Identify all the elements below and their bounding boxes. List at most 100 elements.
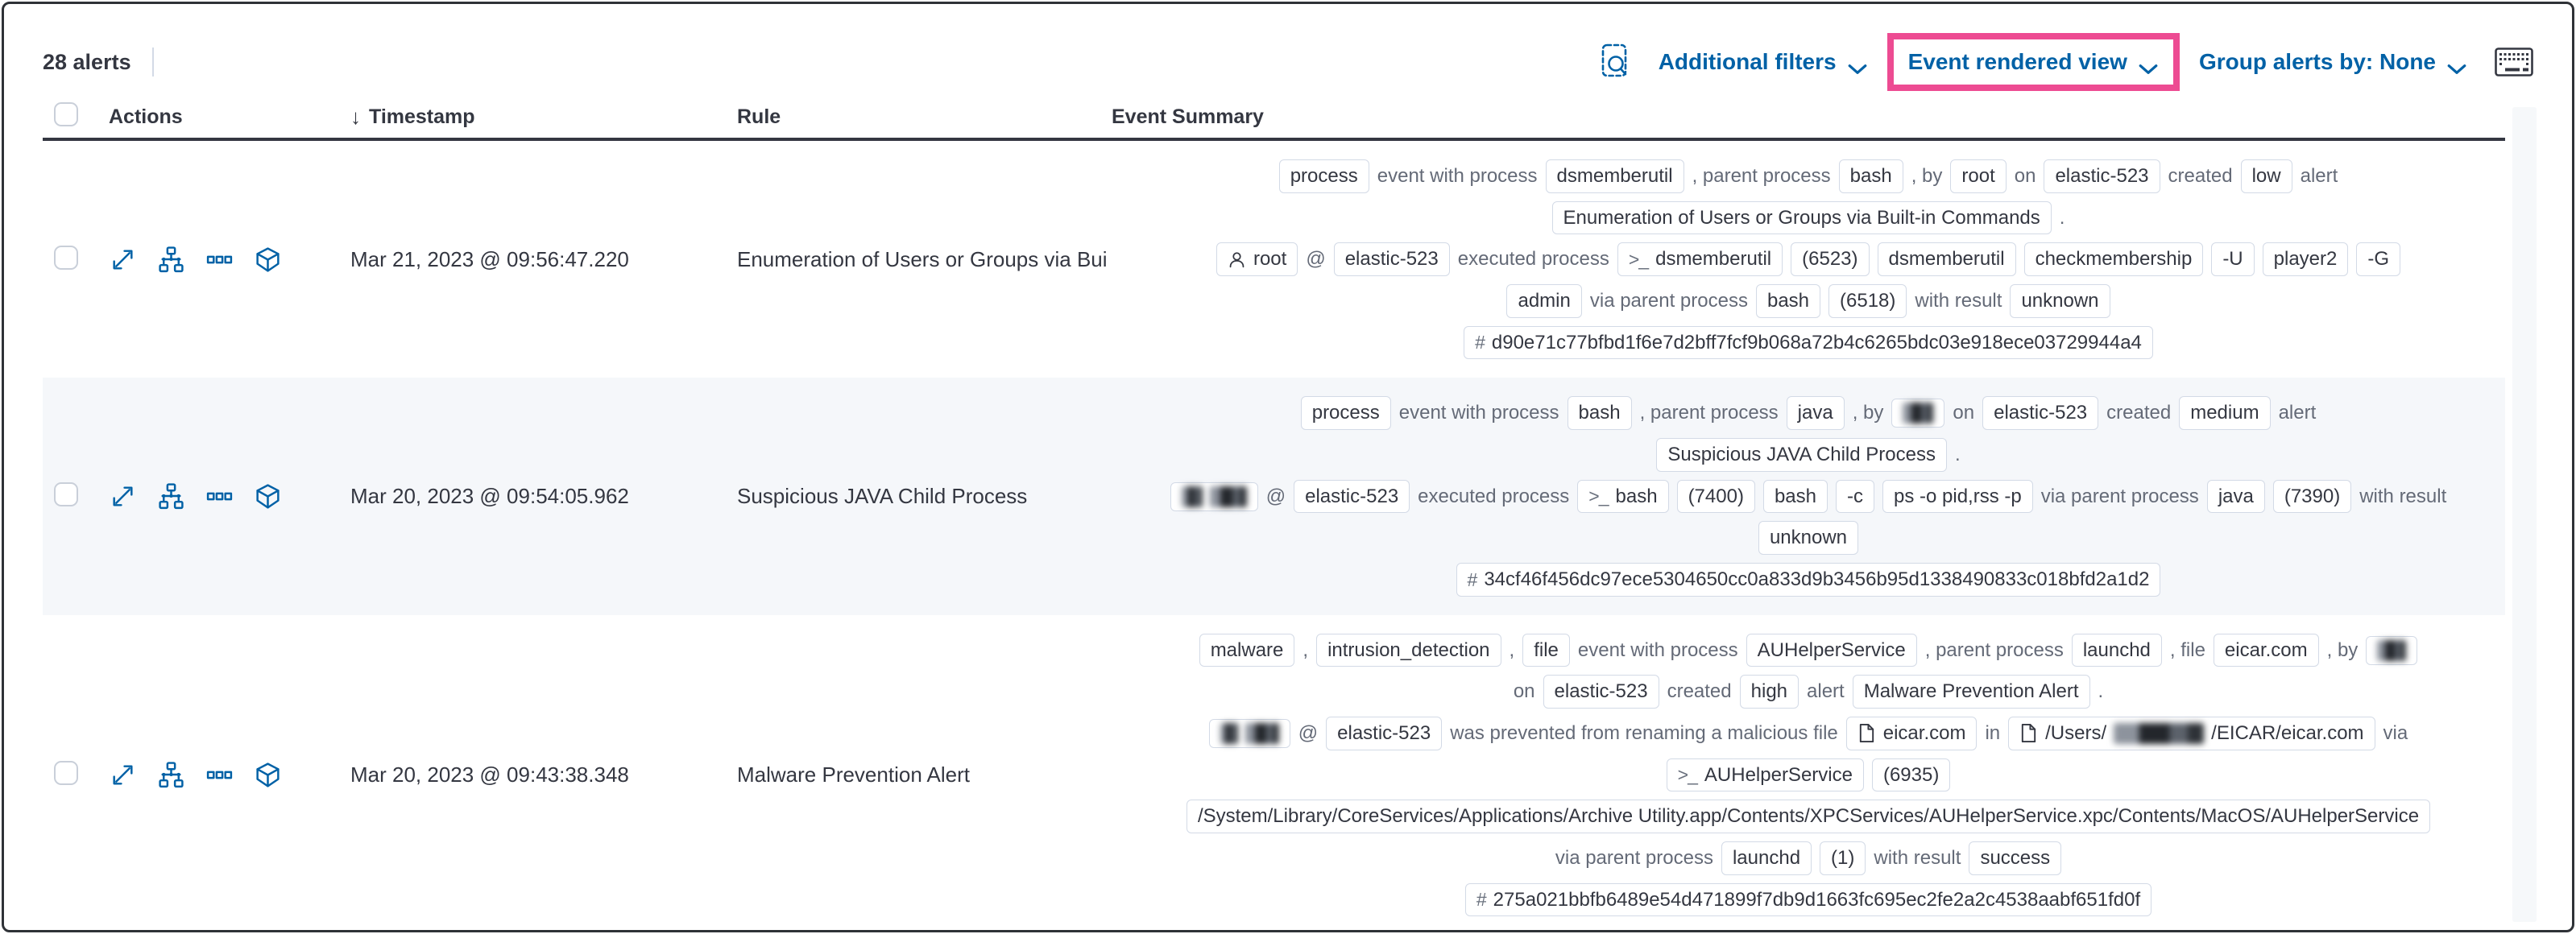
summary-badge[interactable]: dsmemberutil <box>1545 159 1684 193</box>
row-actions <box>109 761 350 789</box>
summary-badge[interactable]: #275a021bbfb6489e54d471899f7db9d1663fc69… <box>1464 882 2152 917</box>
summary-badge[interactable] <box>1208 718 1290 748</box>
group-alerts-by-button[interactable]: Group alerts by: None <box>2199 49 2467 75</box>
summary-badge[interactable]: elastic-523 <box>1982 396 2099 431</box>
summary-badge[interactable]: >_AUHelperService <box>1666 758 1864 792</box>
more-actions-icon[interactable] <box>205 246 234 274</box>
row-checkbox[interactable] <box>54 245 78 270</box>
summary-badge[interactable]: java <box>1786 396 1845 431</box>
row-checkbox[interactable] <box>54 482 78 507</box>
summary-badge[interactable]: Malware Prevention Alert <box>1852 675 2090 709</box>
summary-badge[interactable]: process <box>1278 159 1369 193</box>
vertical-scrollbar[interactable] <box>2512 107 2537 922</box>
summary-badge[interactable]: root <box>1216 242 1298 277</box>
inspect-icon[interactable] <box>1599 43 1634 81</box>
summary-badge[interactable]: #34cf46f456dc97ece5304650cc0a833d9b3456b… <box>1456 563 2161 597</box>
summary-badge[interactable]: intrusion_detection <box>1316 633 1501 667</box>
summary-badge[interactable]: #d90e71c77bfbd1f6e7d2bff7fcf9b068a72b4c6… <box>1464 325 2153 360</box>
timestamp-cell: Mar 20, 2023 @ 09:43:38.348 <box>350 762 629 787</box>
summary-badge[interactable]: dsmemberutil <box>1877 242 2016 277</box>
summary-badge[interactable]: unknown <box>1758 521 1859 556</box>
summary-badge[interactable]: >_bash <box>1577 479 1669 514</box>
badge-text: (6518) <box>1840 290 1896 312</box>
redacted-content <box>1903 403 1934 424</box>
summary-badge[interactable]: java <box>2206 479 2265 514</box>
expand-alert-icon[interactable] <box>109 482 137 510</box>
summary-badge[interactable]: Suspicious JAVA Child Process <box>1656 438 1947 472</box>
analyze-event-icon[interactable] <box>157 482 185 510</box>
summary-badge[interactable]: success <box>1969 841 2062 875</box>
summary-badge[interactable]: (7390) <box>2272 479 2352 514</box>
more-actions-icon[interactable] <box>205 761 234 789</box>
badge-text: java <box>2218 485 2254 507</box>
event-rendered-view-button[interactable]: Event rendered view <box>1908 49 2159 75</box>
summary-badge[interactable]: checkmembership <box>2023 242 2204 277</box>
more-actions-icon[interactable] <box>205 482 234 510</box>
summary-badge[interactable]: high <box>1739 675 1799 709</box>
summary-badge[interactable] <box>1170 481 1258 511</box>
summary-badge[interactable]: /Users//EICAR/eicar.com <box>2008 717 2375 750</box>
summary-badge[interactable]: root <box>1950 159 2007 193</box>
summary-badge[interactable]: elastic-523 <box>1326 717 1443 750</box>
summary-badge[interactable]: launchd <box>2071 633 2162 667</box>
summary-text: on <box>1953 402 1975 424</box>
summary-badge[interactable]: /System/Library/CoreServices/Application… <box>1186 800 2431 834</box>
summary-badge[interactable]: (6935) <box>1871 758 1951 792</box>
summary-badge[interactable]: elastic-523 <box>1543 675 1659 709</box>
summary-badge[interactable]: AUHelperService <box>1746 633 1917 667</box>
summary-badge[interactable]: medium <box>2179 396 2271 431</box>
summary-badge[interactable]: Enumeration of Users or Groups via Built… <box>1551 200 2052 235</box>
summary-badge[interactable]: process <box>1300 396 1391 431</box>
badge-text: (7400) <box>1688 485 1744 507</box>
summary-badge[interactable]: ps -o pid,rss -p <box>1882 479 2033 514</box>
session-view-icon[interactable] <box>254 482 282 510</box>
analyze-event-icon[interactable] <box>157 246 185 274</box>
summary-badge[interactable]: bash <box>1755 284 1821 318</box>
summary-text: created <box>2168 164 2233 187</box>
analyze-event-icon[interactable] <box>157 761 185 789</box>
summary-badge[interactable] <box>2366 635 2418 665</box>
rule-cell: Suspicious JAVA Child Process <box>737 484 1028 509</box>
summary-text: on <box>2014 164 2036 187</box>
summary-badge[interactable]: unknown <box>2010 284 2110 318</box>
badge-text: dsmemberutil <box>1655 248 1772 271</box>
summary-badge[interactable]: (1) <box>1820 841 1866 875</box>
summary-badge[interactable]: elastic-523 <box>2044 159 2160 193</box>
summary-badge[interactable]: eicar.com <box>2213 633 2319 667</box>
select-all-checkbox[interactable] <box>54 101 78 126</box>
summary-badge[interactable]: low <box>2240 159 2292 193</box>
timestamp-header-label: Timestamp <box>369 105 475 128</box>
summary-badge[interactable]: file <box>1522 633 1570 667</box>
summary-badge[interactable]: >_dsmemberutil <box>1617 242 1783 277</box>
summary-badge[interactable]: player2 <box>2262 242 2349 277</box>
summary-badge[interactable]: bash <box>1567 396 1632 431</box>
expand-alert-icon[interactable] <box>109 761 137 789</box>
additional-filters-button[interactable]: Additional filters <box>1659 49 1868 75</box>
summary-badge[interactable]: (7400) <box>1676 479 1755 514</box>
summary-badge[interactable]: -c <box>1835 479 1874 514</box>
summary-badge[interactable]: -G <box>2356 242 2401 277</box>
summary-badge[interactable]: bash <box>1838 159 1903 193</box>
summary-badge[interactable] <box>1891 399 1945 428</box>
summary-badge[interactable]: (6518) <box>1828 284 1907 318</box>
session-view-icon[interactable] <box>254 761 282 789</box>
summary-badge[interactable]: elastic-523 <box>1333 242 1450 277</box>
summary-badge[interactable]: -U <box>2211 242 2255 277</box>
column-header-actions: Actions <box>109 105 183 128</box>
row-checkbox[interactable] <box>54 761 78 786</box>
column-header-timestamp[interactable]: ↓ Timestamp <box>350 105 737 130</box>
keyboard-shortcuts-icon[interactable] <box>2495 47 2533 77</box>
summary-badge[interactable]: bash <box>1762 479 1828 514</box>
summary-badge[interactable]: admin <box>1506 284 1582 318</box>
session-view-icon[interactable] <box>254 246 282 274</box>
summary-badge[interactable]: elastic-523 <box>1294 479 1410 514</box>
summary-badge[interactable]: (6523) <box>1791 242 1870 277</box>
summary-badge[interactable]: eicar.com <box>1845 717 1978 750</box>
timestamp-cell: Mar 20, 2023 @ 09:54:05.962 <box>350 484 629 509</box>
summary-badge[interactable]: launchd <box>1721 841 1812 875</box>
summary-badge[interactable]: malware <box>1199 633 1295 667</box>
expand-alert-icon[interactable] <box>109 246 137 274</box>
